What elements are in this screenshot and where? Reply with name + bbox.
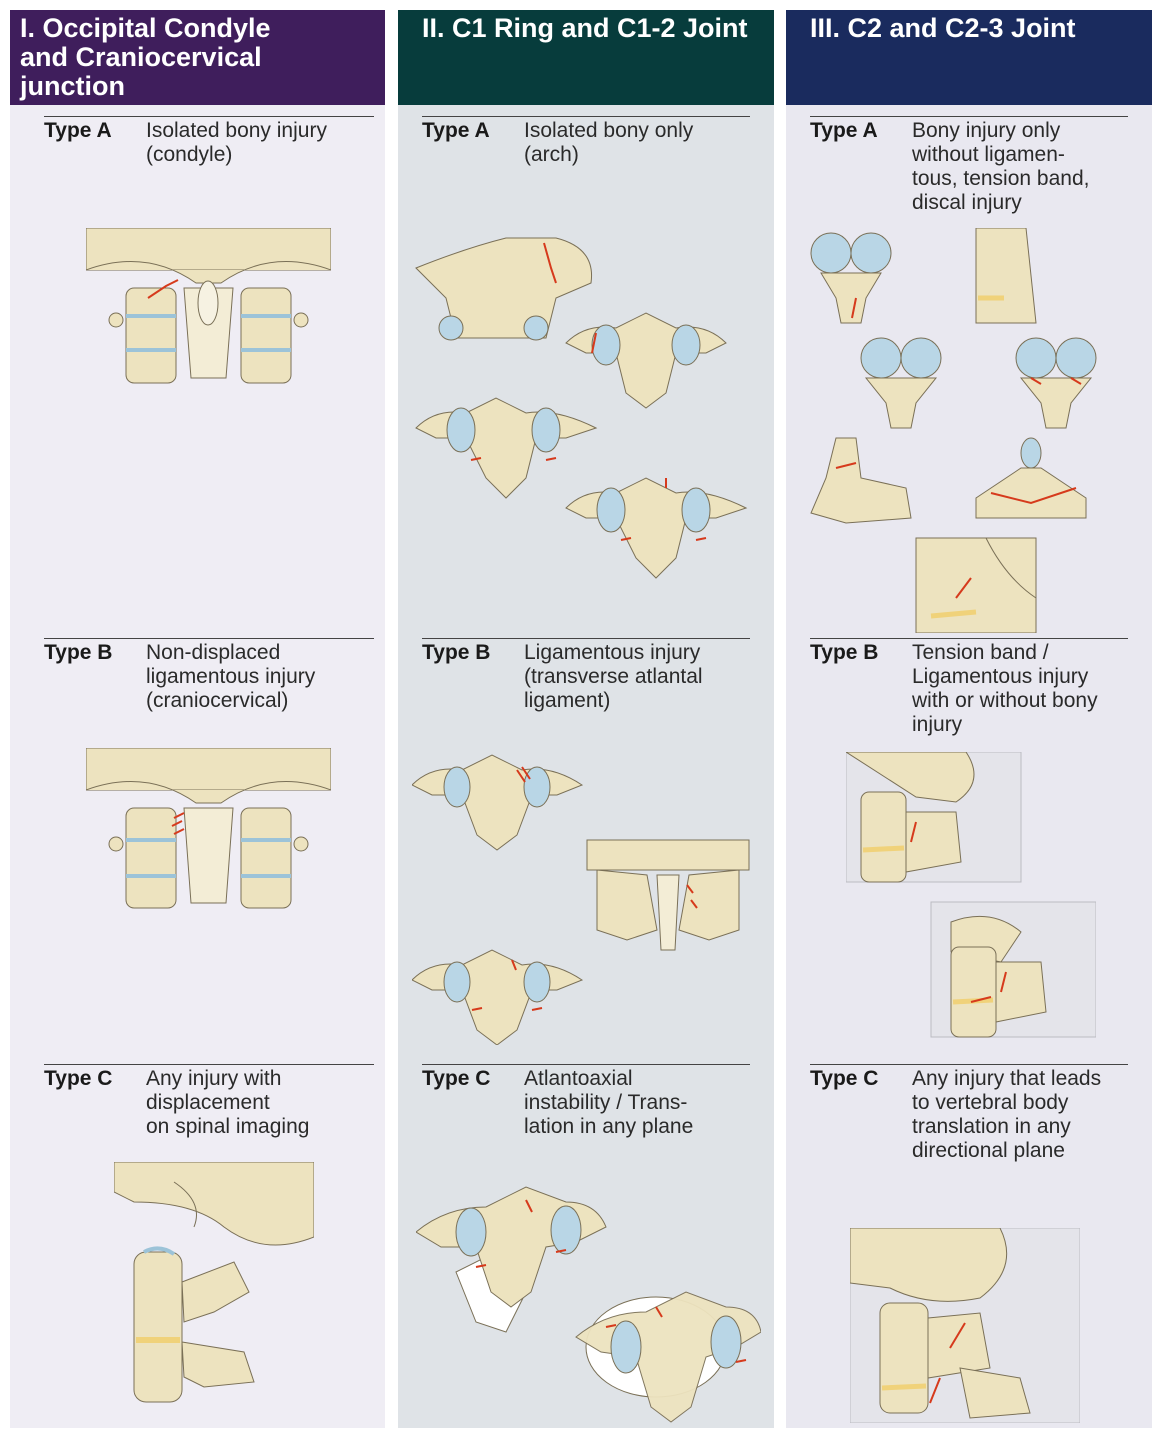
column-header: III. C2 and C2-3 Joint xyxy=(786,10,1152,105)
type-b-row: Type B Tension band / Ligamentous injury… xyxy=(810,638,1128,639)
type-description: Non-displaced ligamentous injury (cranio… xyxy=(146,641,315,713)
type-label: Type B xyxy=(422,641,490,665)
type-c-row: Type C Any injury that leads to vertebra… xyxy=(810,1064,1128,1065)
column-title-line: I. Occipital Condyle xyxy=(44,14,375,43)
type-label: Type B xyxy=(44,641,112,665)
c2-bony-injury-illustrations xyxy=(806,228,1136,633)
column-c1-ring: II. C1 Ring and C1-2 Joint Type A Isolat… xyxy=(398,10,774,1428)
column-title: II. C1 Ring and C1-2 Joint xyxy=(422,13,748,43)
type-label: Type A xyxy=(44,119,112,143)
column-occipital-condyle: I. Occipital Condyle and Craniocervical … xyxy=(10,10,385,1428)
column-header: I. Occipital Condyle and Craniocervical … xyxy=(10,10,385,105)
atlantoaxial-instability-illustration xyxy=(416,1182,761,1432)
type-label: Type C xyxy=(44,1067,112,1091)
transverse-ligament-illustration xyxy=(412,745,757,1045)
c1-arch-fracture-illustration xyxy=(406,228,766,598)
type-a-row: Type A Isolated bony only (arch) xyxy=(422,116,750,117)
type-a-row: Type A Bony injury only without ligamen-… xyxy=(810,116,1128,117)
column-title: III. C2 and C2-3 Joint xyxy=(810,13,1076,43)
c2-tension-band-illustration xyxy=(846,752,1096,1052)
craniocervical-displacement-illustration xyxy=(114,1162,314,1412)
type-description: Any injury that leads to vertebral body … xyxy=(912,1067,1101,1163)
craniocervical-ligament-illustration xyxy=(86,748,331,923)
type-c-row: Type C Atlantoaxial instability / Trans-… xyxy=(422,1064,750,1065)
column-c2: III. C2 and C2-3 Joint Type A Bony injur… xyxy=(786,10,1152,1428)
type-description: Bony injury only without ligamen- tous, … xyxy=(912,119,1089,215)
type-label: Type C xyxy=(422,1067,490,1091)
type-description: Tension band / Ligamentous injury with o… xyxy=(912,641,1098,737)
type-a-row: Type A Isolated bony injury (condyle) xyxy=(44,116,374,117)
type-label: Type C xyxy=(810,1067,878,1091)
type-b-row: Type B Ligamentous injury (transverse at… xyxy=(422,638,750,639)
column-title-line: and Craniocervical xyxy=(44,43,375,72)
type-b-row: Type B Non-displaced ligamentous injury … xyxy=(44,638,374,639)
type-description: Atlantoaxial instability / Trans- lation… xyxy=(524,1067,693,1139)
column-title-line: junction xyxy=(44,72,375,101)
type-description: Isolated bony injury (condyle) xyxy=(146,119,327,167)
condyle-coronal-illustration-a xyxy=(86,228,331,398)
type-label: Type A xyxy=(422,119,490,143)
type-description: Isolated bony only (arch) xyxy=(524,119,693,167)
column-header: II. C1 Ring and C1-2 Joint xyxy=(398,10,774,105)
c2-translation-illustration xyxy=(850,1228,1080,1423)
type-description: Ligamentous injury (transverse atlantal … xyxy=(524,641,703,713)
type-c-row: Type C Any injury with displacement on s… xyxy=(44,1064,374,1065)
type-description: Any injury with displacement on spinal i… xyxy=(146,1067,309,1139)
type-label: Type A xyxy=(810,119,878,143)
type-label: Type B xyxy=(810,641,878,665)
